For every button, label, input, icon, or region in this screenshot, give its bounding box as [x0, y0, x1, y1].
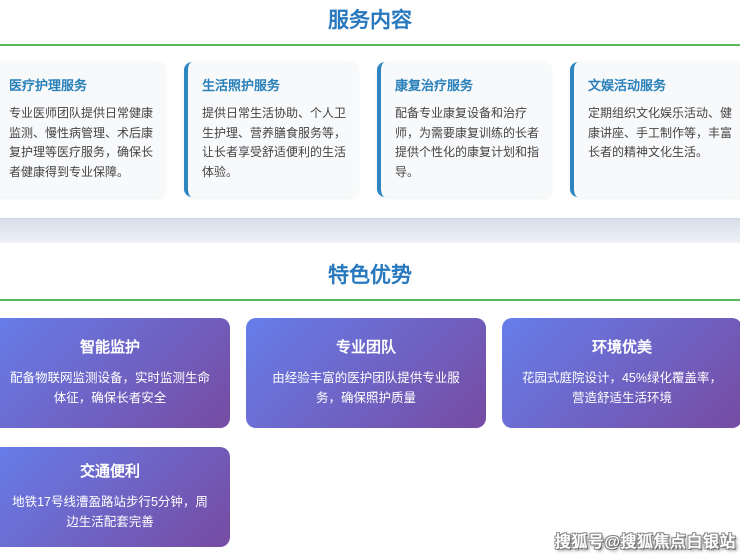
advantage-card-body: 花园式庭院设计，45%绿化覆盖率，营造舒适生活环境: [521, 370, 723, 405]
service-card-title: 康复治疗服务: [395, 78, 474, 93]
advantage-card-smart-monitoring: 智能监护 配备物联网监测设备，实时监测生命体征，确保长者安全: [0, 318, 230, 428]
advantages-card-row-1: 智能监护 配备物联网监测设备，实时监测生命体征，确保长者安全 专业团队 由经验丰…: [0, 318, 740, 428]
services-card-row: 医疗护理服务 专业医师团队提供日常健康监测、慢性病管理、术后康复护理等医疗服务，…: [0, 62, 740, 197]
advantage-card-title: 交通便利: [79, 462, 140, 480]
services-section-title: 服务内容: [328, 9, 412, 32]
advantages-section-title: 特色优势: [328, 264, 412, 287]
services-divider-line: [0, 44, 740, 46]
advantages-card-row-2: 交通便利 地铁17号线漕盈路站步行5分钟，周边生活配套完善: [0, 447, 740, 547]
service-card-title: 文娱活动服务: [588, 78, 667, 93]
service-card-title: 医疗护理服务: [9, 78, 88, 93]
service-card-body: 配备专业康复设备和治疗师，为需要康复训练的长者提供个性化的康复计划和指导。: [395, 106, 540, 179]
sohu-watermark: 搜狐号@搜狐焦点白银站: [554, 534, 736, 551]
service-card-body: 提供日常生活协助、个人卫生护理、营养膳食服务等，让长者享受舒适便利的生活体验。: [202, 106, 347, 179]
advantage-card-body: 由经验丰富的医护团队提供专业服务，确保照护质量: [272, 370, 460, 405]
advantage-card-title: 智能监护: [79, 338, 140, 356]
advantage-card-transport: 交通便利 地铁17号线漕盈路站步行5分钟，周边生活配套完善: [0, 447, 230, 547]
service-card-body: 专业医师团队提供日常健康监测、慢性病管理、术后康复护理等医疗服务，确保长者健康得…: [9, 106, 154, 179]
advantage-card-title: 专业团队: [335, 338, 396, 356]
advantage-card-environment: 环境优美 花园式庭院设计，45%绿化覆盖率，营造舒适生活环境: [502, 318, 740, 428]
service-card-title: 生活照护服务: [202, 78, 281, 93]
service-card-daily-care: 生活照护服务 提供日常生活协助、个人卫生护理、营养膳食服务等，让长者享受舒适便利…: [184, 62, 358, 197]
service-card-rehab: 康复治疗服务 配备专业康复设备和治疗师，为需要康复训练的长者提供个性化的康复计划…: [377, 62, 551, 197]
advantages-divider-line: [0, 299, 740, 301]
advantage-card-professional-team: 专业团队 由经验丰富的医护团队提供专业服务，确保照护质量: [246, 318, 486, 428]
service-card-body: 定期组织文化娱乐活动、健康讲座、手工制作等，丰富长者的精神文化生活。: [588, 106, 733, 159]
service-card-recreation: 文娱活动服务 定期组织文化娱乐活动、健康讲座、手工制作等，丰富长者的精神文化生活…: [570, 62, 740, 197]
service-card-medical: 医疗护理服务 专业医师团队提供日常健康监测、慢性病管理、术后康复护理等医疗服务，…: [0, 62, 165, 197]
advantage-card-title: 环境优美: [591, 338, 652, 356]
section-divider-band: [0, 218, 740, 243]
advantage-card-body: 地铁17号线漕盈路站步行5分钟，周边生活配套完善: [12, 494, 208, 529]
advantage-card-body: 配备物联网监测设备，实时监测生命体征，确保长者安全: [9, 370, 210, 405]
